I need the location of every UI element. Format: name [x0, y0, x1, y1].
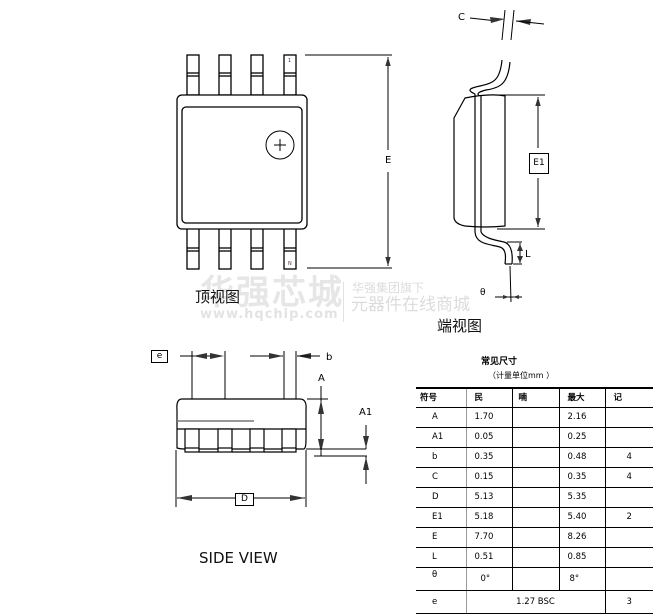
cell-note [604, 407, 653, 428]
cell-nom [511, 467, 559, 488]
cell-max: 5.40 [558, 507, 605, 528]
cell-symbol: A [416, 407, 466, 428]
cell-min: 0.35 [465, 447, 512, 468]
cell-note: 4 [604, 447, 653, 468]
top-view-title: 顶视图 [195, 288, 241, 306]
cell-nom [511, 547, 559, 568]
cell-symbol: E1 [416, 507, 466, 528]
dim-label-e-width: E [384, 155, 393, 166]
side-view-title: SIDE VIEW [199, 549, 278, 567]
cell-max: 8.26 [558, 527, 605, 548]
dim-label-c: C [458, 12, 465, 23]
watermark-group: 华强集团旗下 [352, 281, 425, 295]
end-view [453, 9, 545, 303]
cell-min: 1.70 [465, 407, 512, 428]
cell-max: 0.48 [558, 447, 605, 468]
cell-max: 2.16 [558, 407, 605, 428]
cell-note [604, 567, 653, 591]
cell-note: 2 [604, 507, 653, 528]
table-row: D 5.13 5.35 [416, 487, 653, 508]
package-top-surface [181, 106, 303, 224]
watermark-divider [343, 282, 344, 322]
table-row: A 1.70 2.16 [416, 407, 653, 428]
table-row: b 0.35 0.48 4 [416, 447, 653, 468]
cell-max: 8° [558, 567, 605, 591]
cell-min: 5.18 [465, 507, 512, 528]
header-symbol: 符号 [416, 387, 466, 408]
dim-label-pitch-e: e [151, 350, 168, 363]
cell-note [604, 547, 653, 568]
cell-nom [511, 507, 559, 528]
cell-max: 0.85 [558, 547, 605, 568]
package-drawing [175, 9, 545, 507]
cell-symbol: D [416, 487, 466, 508]
cell-symbol: C [416, 467, 466, 488]
cell-min: 0.51 [465, 547, 512, 568]
table-row: θ 0° 8° [416, 567, 653, 591]
dim-label-l: L [525, 249, 531, 260]
watermark-tagline: 元器件在线商城 [351, 295, 470, 315]
dim-label-a1: A1 [359, 407, 373, 418]
cell-min: 0.05 [465, 427, 512, 448]
cell-symbol: e [416, 590, 466, 614]
cell-symbol: A1 [416, 427, 466, 448]
header-note: 记 [604, 387, 653, 408]
cell-note [604, 527, 653, 548]
end-view-title: 端视图 [437, 317, 483, 335]
pin1-circle [265, 130, 295, 160]
table-row: A1 0.05 0.25 [416, 427, 653, 448]
cell-nom [511, 527, 559, 548]
side-view [175, 351, 369, 507]
cell-nom [511, 487, 559, 508]
header-nom: 喃 [511, 387, 559, 408]
cell-symbol: E [416, 527, 466, 548]
cell-min: 0° [465, 567, 512, 591]
cell-nom [511, 447, 559, 468]
table-title: 常见尺寸 [481, 357, 518, 367]
cell-min: 7.70 [465, 527, 512, 548]
pinN-marker: N [288, 261, 292, 267]
cell-nom [511, 427, 559, 448]
cell-symbol: θ [416, 567, 466, 591]
cell-note [604, 427, 653, 448]
cell-note: 4 [604, 467, 653, 488]
cell-note [604, 487, 653, 508]
dim-label-e1: E1 [529, 153, 549, 174]
bottom-leads [186, 227, 297, 270]
dimension-table: 符号 民 喃 最大 记 A 1.70 2.16 A1 0.05 0.25 b 0… [416, 387, 653, 614]
dim-label-d: D [235, 493, 254, 506]
cell-nom [511, 407, 559, 428]
cell-note: 3 [604, 590, 653, 614]
header-max: 最大 [558, 387, 605, 408]
package-body [176, 94, 308, 230]
table-header-row: 符号 民 喃 最大 记 [416, 387, 653, 408]
side-leads [184, 428, 297, 453]
cell-nom [511, 567, 559, 591]
cell-symbol: L [416, 547, 466, 568]
dim-label-theta: θ [480, 288, 486, 298]
cell-min: 5.13 [465, 487, 512, 508]
top-leads [186, 54, 297, 96]
header-min: 民 [465, 387, 512, 408]
table-unit-note: （计量单位mm ） [488, 371, 555, 380]
table-row: L 0.51 0.85 [416, 547, 653, 568]
cell-symbol: b [416, 447, 466, 468]
table-row: C 0.15 0.35 4 [416, 467, 653, 488]
table-row: E1 5.18 5.40 2 [416, 507, 653, 528]
pin1-marker: 1 [288, 58, 292, 64]
cell-min: 0.15 [465, 467, 512, 488]
dim-label-b: b [326, 352, 333, 363]
cell-max: 5.35 [558, 487, 605, 508]
watermark-brand: 华强芯城 [200, 273, 344, 313]
cell-max: 0.25 [558, 427, 605, 448]
cell-pitch-value: 1.27 BSC [465, 590, 605, 614]
watermark-url: www.hqchip.com [200, 307, 339, 322]
dim-label-a: A [318, 373, 325, 384]
cell-max: 0.35 [558, 467, 605, 488]
top-view [176, 54, 392, 270]
table-row: E 7.70 8.26 [416, 527, 653, 548]
table-row-pitch: e 1.27 BSC 3 [416, 590, 653, 614]
